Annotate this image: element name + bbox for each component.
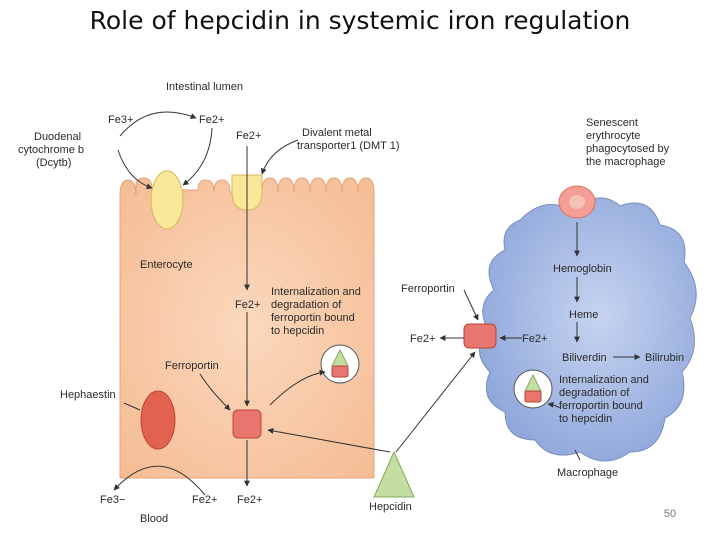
label-ferroportin-macrophage: Ferroportin (401, 283, 455, 295)
label-fe2-mid: Fe2+ (235, 299, 260, 311)
vesicle-ferroportin-icon (331, 365, 349, 378)
label-fe3-bottom: Fe3− (100, 494, 125, 506)
slide-title: Role of hepcidin in systemic iron regula… (89, 6, 631, 35)
label-fe2-dmt: Fe2+ (236, 130, 261, 142)
ferroportin-macrophage (463, 323, 497, 349)
page-number: 50 (663, 508, 677, 520)
label-fe2-bottom-right: Fe2+ (237, 494, 262, 506)
arrows (113, 111, 641, 496)
label-fe2-top: Fe2+ (199, 114, 224, 126)
label-dcytb: Duodenal cytochrome b (Dcytb) (18, 131, 87, 169)
vesicle-ferroportin-icon (524, 390, 542, 403)
label-biliverdin: Biliverdin (562, 352, 607, 364)
label-blood: Blood (140, 513, 168, 525)
label-fe3-top: Fe3+ (108, 114, 133, 126)
erythrocyte-center (569, 195, 585, 209)
label-fe2-fpn-right: Fe2+ (522, 333, 547, 345)
label-dmt1: Divalent metal transporter1 (DMT 1) (297, 127, 400, 152)
hephaestin-protein (140, 390, 176, 450)
label-ferroportin-enterocyte: Ferroportin (165, 360, 219, 372)
label-macrophage: Macrophage (557, 467, 618, 479)
hepcidin-triangle (373, 450, 415, 498)
label-internalization-enterocyte: Internalization and degradation of ferro… (271, 286, 364, 337)
label-hephaestin: Hephaestin (60, 389, 116, 401)
label-hepcidin: Hepcidin (369, 501, 412, 513)
label-internalization-macrophage: Internalization and degradation of ferro… (559, 374, 652, 425)
label-intestinal-lumen: Intestinal lumen (166, 81, 243, 93)
ferroportin-enterocyte (232, 409, 262, 439)
label-fe2-fpn-left: Fe2+ (410, 333, 435, 345)
label-senescent: Senescent erythrocyte phagocytosed by th… (586, 117, 672, 168)
label-hemoglobin: Hemoglobin (553, 263, 612, 275)
label-fe2-bottom-left: Fe2+ (192, 494, 217, 506)
label-enterocyte: Enterocyte (140, 259, 193, 271)
dcytb-protein (150, 170, 184, 230)
label-heme: Heme (569, 309, 598, 321)
label-bilirubin: Bilirubin (645, 352, 684, 364)
